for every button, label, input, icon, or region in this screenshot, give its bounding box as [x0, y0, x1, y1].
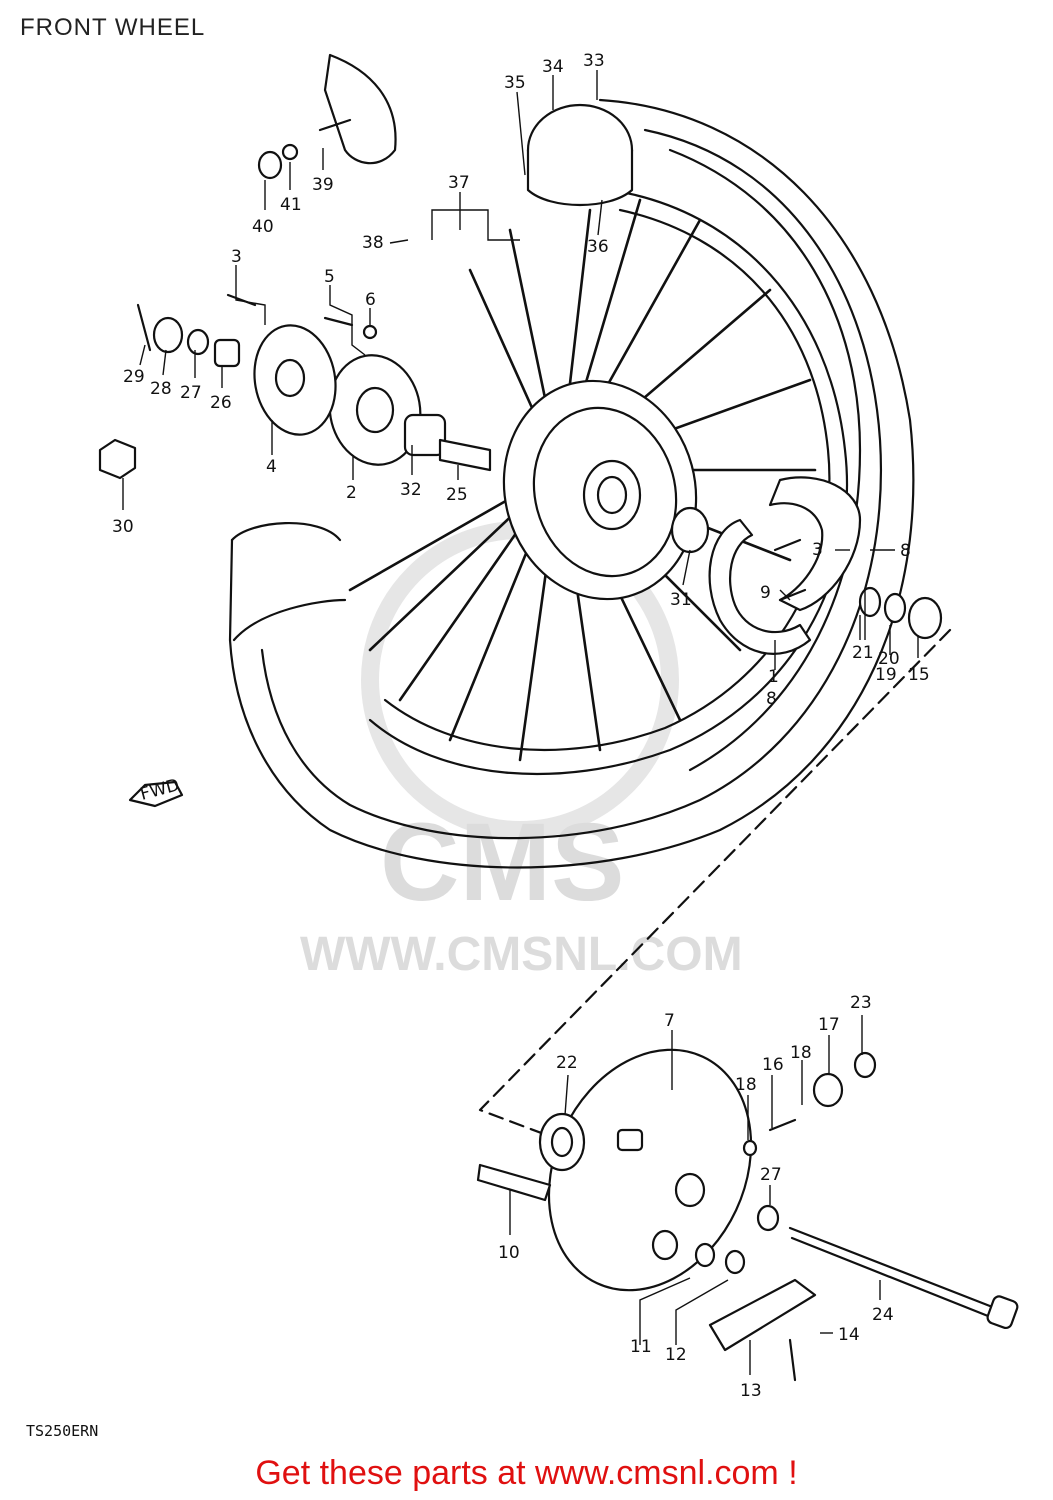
- callout-31: 31: [670, 590, 692, 610]
- callout-29: 29: [123, 367, 145, 387]
- callout-38: 38: [362, 233, 384, 253]
- page-title: FRONT WHEEL: [20, 14, 206, 41]
- callout-16: 16: [762, 1055, 784, 1075]
- callout-12: 12: [665, 1345, 687, 1365]
- callout-28: 28: [150, 379, 172, 399]
- speedometer-gear: [253, 324, 492, 472]
- callout-2: 2: [346, 483, 357, 503]
- callout-20: 20: [878, 649, 900, 669]
- callout-40: 40: [252, 217, 274, 237]
- front-tire: [228, 98, 915, 869]
- callout-27-top: 27: [180, 383, 202, 403]
- callout-26: 26: [210, 393, 232, 413]
- rim-band: [526, 103, 634, 206]
- callout-7: 7: [664, 1011, 675, 1031]
- callout-23: 23: [850, 993, 872, 1013]
- callout-3: 3: [231, 247, 242, 267]
- watermark-url: WWW.CMSNL.COM: [300, 928, 743, 981]
- cta-link[interactable]: Get these parts at www.cmsnl.com !: [255, 1454, 798, 1492]
- callout-24: 24: [872, 1305, 894, 1325]
- callout-1: 1: [768, 667, 779, 687]
- callout-21: 21: [852, 643, 874, 663]
- mud-guard: [257, 53, 397, 180]
- callout-6: 6: [365, 290, 376, 310]
- callout-15: 15: [908, 665, 930, 685]
- callout-13: 13: [740, 1381, 762, 1401]
- watermark-brand: CMS: [380, 801, 624, 924]
- callout-41: 41: [280, 195, 302, 215]
- callout-3-shoe: 3: [812, 540, 823, 560]
- callout-32: 32: [400, 480, 422, 500]
- wheel-hub: [502, 379, 698, 601]
- callout-10: 10: [498, 1243, 520, 1263]
- watermark: CMS WWW.CMSNL.COM: [300, 521, 743, 981]
- callout-4: 4: [266, 457, 277, 477]
- callout-19: 19: [875, 665, 897, 685]
- model-code: TS250ERN: [26, 1422, 99, 1440]
- callout-9: 9: [760, 583, 771, 603]
- callout-36: 36: [587, 237, 609, 257]
- callout-18-right: 18: [790, 1043, 812, 1063]
- callout-18-left: 18: [735, 1075, 757, 1095]
- callout-11: 11: [630, 1337, 652, 1357]
- callout-leaders: [122, 70, 919, 1375]
- callout-25: 25: [446, 485, 468, 505]
- callout-14: 14: [838, 1325, 860, 1345]
- callout-labels: 34 33 35 36 37 38 39 40 41 3 5 6 29 28 2…: [112, 51, 930, 1401]
- callout-33: 33: [583, 51, 605, 71]
- axle: [788, 1226, 1019, 1382]
- callout-22: 22: [556, 1053, 578, 1073]
- callout-30: 30: [112, 517, 134, 537]
- brake-shoes: [670, 476, 943, 655]
- assembly-leader-line: [478, 628, 952, 1142]
- callout-8-bottom: 8: [766, 689, 777, 709]
- small-parts-left: [98, 293, 378, 480]
- callout-35: 35: [504, 73, 526, 93]
- brake-panel: [476, 1048, 877, 1352]
- callout-39: 39: [312, 175, 334, 195]
- callout-34: 34: [542, 57, 564, 77]
- callout-8-top: 8: [900, 541, 911, 561]
- callout-37: 37: [448, 173, 470, 193]
- callout-5: 5: [324, 267, 335, 287]
- fwd-arrow: [128, 780, 184, 808]
- callout-27-bottom: 27: [760, 1165, 782, 1185]
- callout-17: 17: [818, 1015, 840, 1035]
